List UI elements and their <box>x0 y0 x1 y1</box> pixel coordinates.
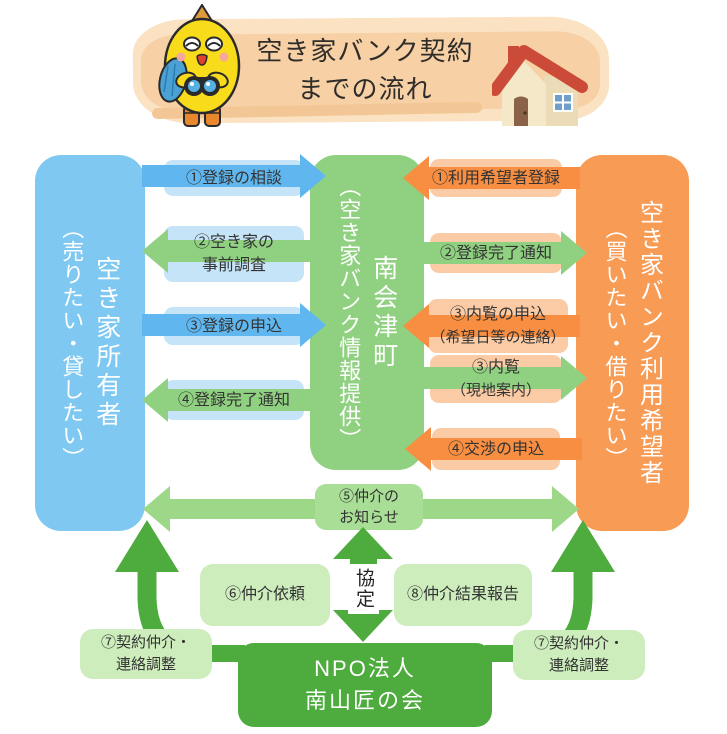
house-icon <box>492 45 588 126</box>
arrow-left-head <box>142 229 168 273</box>
flow-label-line1: ⑤仲介の <box>338 488 399 505</box>
flow-label-line2: （現地案内） <box>450 382 541 399</box>
flow-label: ①登録の相談 <box>185 169 282 187</box>
flow-label: ④登録完了通知 <box>177 391 290 409</box>
actor-seeker-qualifier: （買いたい・借りたい） <box>602 216 628 470</box>
actor-town-qualifier: （空き家バンク情報提供） <box>336 174 362 451</box>
flow-label: ③登録の申込 <box>185 317 282 335</box>
arrow-right-head <box>561 356 587 400</box>
arrow-left-head <box>403 156 429 200</box>
arrow-up-head <box>333 527 393 559</box>
arrow-left-head <box>403 304 429 348</box>
page-title-line2: までの流れ <box>297 74 433 104</box>
mascot-bird-icon <box>158 4 241 127</box>
flow-label-line1: ②空き家の <box>193 234 274 251</box>
mediation-report-label: ⑧仲介結果報告 <box>394 564 532 626</box>
npo-box: NPO法人 南山匠の会 <box>238 643 492 727</box>
label-line1: ⑦契約仲介・ <box>533 635 624 652</box>
arrow-left-shaft <box>164 389 316 411</box>
flow-label-line2: お知らせ <box>339 509 399 526</box>
actor-owner-box: 空き家所有者 （売りたい・貸したい） <box>35 155 145 531</box>
arrow-left-head <box>142 378 168 422</box>
actor-owner-name: 空き家所有者 <box>92 256 121 430</box>
arrow-left-shaft <box>164 240 316 262</box>
actor-town-text: 南会津町 （空き家バンク情報提供） <box>332 175 401 451</box>
arrow-left-head <box>405 427 431 471</box>
label-text: ⑧仲介結果報告 <box>406 586 519 603</box>
flow-label: ④交渉の申込 <box>447 440 544 458</box>
arrow-right-shaft <box>142 314 304 336</box>
flow-label-line2: 事前調査 <box>201 257 266 274</box>
arrow-left-shaft <box>427 438 582 460</box>
flow-label: ②登録完了通知 <box>439 244 552 262</box>
actor-owner-qualifier: （売りたい・貸したい） <box>59 216 85 470</box>
actor-owner-text: 空き家所有者 （売りたい・貸したい） <box>55 217 124 470</box>
arrow-down-head <box>333 610 393 642</box>
flow-label-bg <box>315 484 423 530</box>
npo-arrow-right-head <box>551 520 615 572</box>
label-line2: 連絡調整 <box>115 656 176 673</box>
contract-support-left-label: ⑦契約仲介・ 連絡調整 <box>80 629 212 679</box>
npo-name-line2: 南山匠の会 <box>304 688 425 713</box>
mediation-request-label: ⑥仲介依頼 <box>200 564 330 626</box>
arrow-right-head <box>300 154 326 198</box>
page-title-line1: 空き家バンク契約 <box>256 36 474 66</box>
contract-support-right-label: ⑦契約仲介・ 連絡調整 <box>513 630 645 680</box>
arrow-right-head <box>552 486 579 532</box>
flow-label-line1: ③内覧の申込 <box>449 306 546 323</box>
page-title: 空き家バンク契約 までの流れ <box>243 32 487 108</box>
arrow-right-head <box>300 303 326 347</box>
arrow-right-shaft <box>420 242 565 264</box>
arrow-right-shaft <box>420 367 565 389</box>
agreement-label-bg: 協定 <box>348 564 379 614</box>
actor-seeker-box: 空き家バンク利用希望者 （買いたい・借りたい） <box>576 155 689 531</box>
arrow-left-shaft <box>425 167 580 189</box>
arrow-left-shaft <box>425 315 580 337</box>
flow-label-line1: ③内覧 <box>471 359 520 376</box>
label-line1: ⑦契約仲介・ <box>100 634 191 651</box>
flow-label: ①利用希望者登録 <box>431 169 560 187</box>
flow-label-line2: （希望日等の連絡） <box>430 329 566 346</box>
actor-seeker-text: 空き家バンク利用希望者 （買いたい・借りたい） <box>599 200 667 486</box>
npo-name-line1: NPO法人 <box>314 656 416 681</box>
label-line2: 連絡調整 <box>548 657 609 674</box>
actor-town-name: 南会津町 <box>369 254 398 371</box>
arrow-right-head <box>561 231 587 275</box>
actor-seeker-name: 空き家バンク利用希望者 <box>635 200 663 486</box>
label-text: ⑥仲介依頼 <box>224 586 305 603</box>
agreement-label: 協定 <box>353 568 374 610</box>
arrow-right-shaft <box>142 165 304 187</box>
npo-arrow-left-head <box>115 520 179 572</box>
